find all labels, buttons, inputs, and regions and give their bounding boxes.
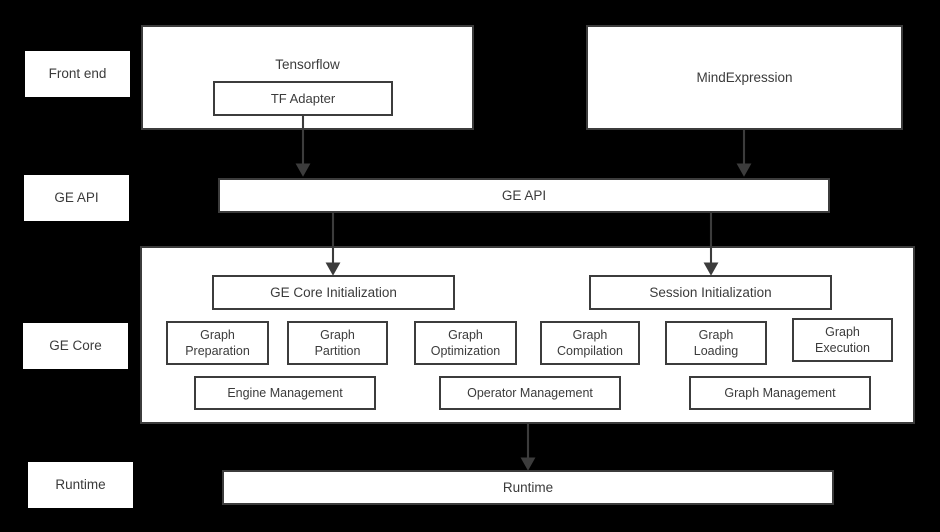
layer-label-ge-core-text: GE Core	[49, 338, 102, 354]
engine-management-box: Engine Management	[194, 376, 376, 410]
graph-execution-box: Graph Execution	[792, 318, 893, 362]
graph-optimization-label: Graph Optimization	[430, 328, 501, 358]
graph-execution-label: Graph Execution	[815, 325, 870, 355]
ge-api-bar: GE API	[218, 178, 830, 213]
layer-label-ge-api-text: GE API	[54, 190, 99, 206]
layer-label-ge-api: GE API	[24, 175, 129, 221]
layer-label-runtime-text: Runtime	[55, 477, 106, 493]
tensorflow-title: Tensorflow	[275, 57, 340, 72]
operator-management-box: Operator Management	[439, 376, 621, 410]
graph-optimization-box: Graph Optimization	[414, 321, 517, 365]
layer-label-front-end-text: Front end	[48, 66, 107, 82]
mindexpression-container: MindExpression	[586, 25, 903, 130]
graph-loading-box: Graph Loading	[665, 321, 767, 365]
tf-adapter-box: TF Adapter	[213, 81, 393, 116]
graph-compilation-box: Graph Compilation	[540, 321, 640, 365]
tf-adapter-label: TF Adapter	[270, 90, 336, 106]
graph-compilation-label: Graph Compilation	[556, 328, 623, 358]
layer-label-ge-core: GE Core	[23, 323, 128, 369]
runtime-bar-label: Runtime	[502, 479, 554, 495]
engine-management-label: Engine Management	[227, 385, 343, 400]
graph-management-label: Graph Management	[724, 385, 836, 400]
session-initialization-box: Session Initialization	[589, 275, 832, 310]
graph-management-box: Graph Management	[689, 376, 871, 410]
graph-partition-label: Graph Partition	[314, 328, 361, 358]
graph-partition-box: Graph Partition	[287, 321, 388, 365]
layer-label-runtime: Runtime	[28, 462, 133, 508]
runtime-bar: Runtime	[222, 470, 834, 505]
ge-core-initialization-box: GE Core Initialization	[212, 275, 455, 310]
graph-preparation-label: Graph Preparation	[185, 328, 250, 358]
mindexpression-title: MindExpression	[696, 69, 793, 85]
layer-label-front-end: Front end	[25, 51, 130, 97]
graph-preparation-box: Graph Preparation	[166, 321, 269, 365]
ge-api-bar-label: GE API	[501, 187, 547, 203]
ge-core-initialization-label: GE Core Initialization	[270, 284, 397, 300]
operator-management-label: Operator Management	[467, 385, 593, 400]
graph-loading-label: Graph Loading	[693, 328, 739, 358]
session-initialization-label: Session Initialization	[649, 284, 772, 300]
